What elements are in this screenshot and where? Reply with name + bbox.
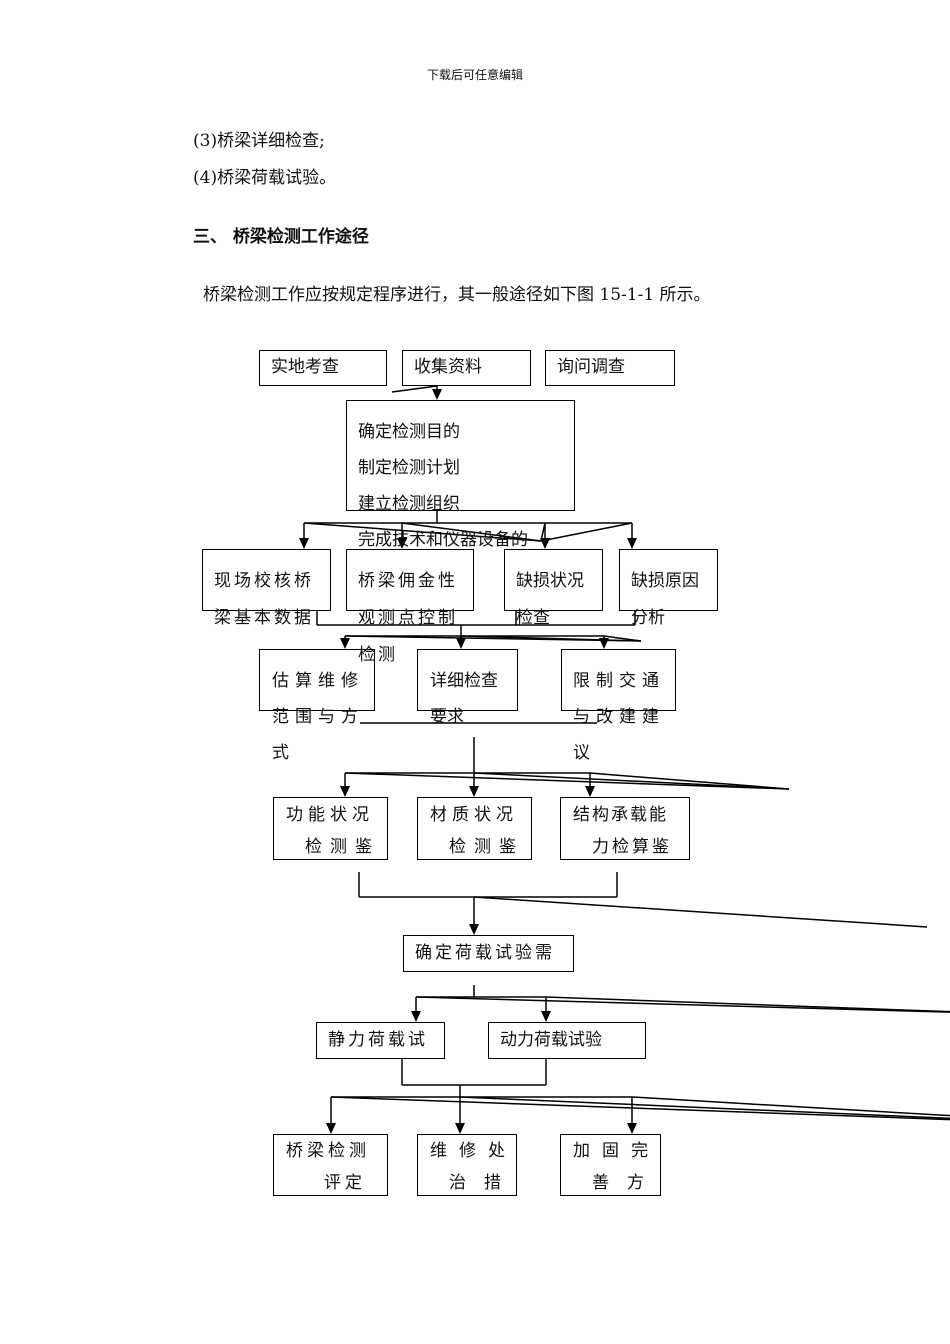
dynamic-test-box xyxy=(488,1022,646,1059)
connector-line xyxy=(330,1096,950,1121)
arrowhead-icon xyxy=(469,786,479,797)
arrowhead-icon xyxy=(455,1123,465,1134)
paragraph: 桥梁检测工作应按规定程序进行，其一般途径如下图 15-1-1 所示。 xyxy=(203,285,711,305)
section-heading: 三、 桥梁检测工作途径 xyxy=(193,227,369,247)
arrowhead-icon xyxy=(627,538,637,549)
arrowhead-icon xyxy=(585,786,595,797)
connector-line xyxy=(460,635,642,642)
flowchart-text: 维修处 xyxy=(430,1141,517,1161)
flowchart-text: 治措 xyxy=(449,1173,519,1193)
connector-line xyxy=(415,996,950,1013)
connector-line xyxy=(303,522,542,542)
flowchart-text: 估算维修 xyxy=(272,671,364,691)
flowchart-text: 式 xyxy=(272,743,295,763)
flowchart-text: 实地考查 xyxy=(271,357,339,377)
arrowhead-icon xyxy=(340,786,350,797)
arrowhead-icon xyxy=(456,638,466,649)
connector-line xyxy=(459,1096,950,1120)
flowchart-text: 评定 xyxy=(324,1173,366,1193)
inspection-box xyxy=(202,549,331,611)
action-box xyxy=(417,649,518,711)
connector-line xyxy=(473,772,790,790)
evaluation-box xyxy=(417,797,532,860)
connector-line xyxy=(473,896,928,928)
connector-line xyxy=(589,772,790,790)
flowchart-text: 功能状况 xyxy=(286,805,374,825)
inspection-box xyxy=(346,549,474,611)
flowchart-text: 力检算鉴 xyxy=(592,837,672,857)
flowchart-text: 静力荷载试 xyxy=(328,1030,428,1050)
inspection-box xyxy=(504,549,603,611)
page-header: 下载后可任意编辑 xyxy=(426,68,523,82)
evaluation-box xyxy=(560,797,690,860)
flowchart-text: 检查 xyxy=(516,608,550,628)
flowchart-text: 检测 xyxy=(358,645,398,665)
inspection-box xyxy=(619,549,718,611)
flowchart-text: 现场校核桥 xyxy=(214,571,314,591)
flowchart-text: 完成技术和仪器设备的 xyxy=(358,530,528,550)
flowchart-text: 建立检测组织 xyxy=(358,494,460,514)
source-box xyxy=(545,350,675,386)
flowchart-text: 详细检查 xyxy=(430,671,498,691)
flowchart-text: 动力荷载试验 xyxy=(500,1030,602,1050)
load-test-box xyxy=(403,935,574,972)
flowchart-text: 结构承载能 xyxy=(573,805,668,825)
flowchart-text: 检测鉴 xyxy=(449,837,524,857)
flowchart-text: 缺损原因 xyxy=(631,571,699,591)
connector-line xyxy=(344,772,790,790)
flowchart-text: 要求 xyxy=(430,707,464,727)
connector-line xyxy=(631,1096,950,1117)
arrowhead-icon xyxy=(299,538,309,549)
evaluation-box xyxy=(273,797,388,860)
source-box xyxy=(402,350,531,386)
flowchart-text: 分析 xyxy=(631,608,665,628)
result-box xyxy=(417,1134,517,1196)
flowchart-text: 材质状况 xyxy=(430,805,518,825)
static-test-box xyxy=(316,1022,445,1059)
flowchart-text: 观测点控制 xyxy=(358,608,458,628)
list-item: (4)桥梁荷载试验。 xyxy=(193,168,337,188)
flowchart-text: 收集资料 xyxy=(414,357,482,377)
flowchart-text: 检测鉴 xyxy=(305,837,380,857)
connector-line xyxy=(540,522,633,542)
flowchart-text: 限制交通 xyxy=(573,671,665,691)
flowchart-text: 议 xyxy=(573,743,596,763)
arrowhead-icon xyxy=(411,1011,421,1022)
arrowhead-icon xyxy=(340,638,350,649)
action-box xyxy=(561,649,676,711)
flowchart-text: 询问调查 xyxy=(557,357,625,377)
flowchart-text: 善方 xyxy=(592,1173,662,1193)
flowchart-text: 梁基本数据 xyxy=(214,608,314,628)
connector-line xyxy=(401,522,542,542)
result-box xyxy=(273,1134,388,1196)
arrowhead-icon xyxy=(432,389,442,400)
arrowhead-icon xyxy=(397,538,407,549)
plan-box xyxy=(346,400,575,511)
list-item: (3)桥梁详细检查; xyxy=(193,131,325,151)
flowchart-text: 确定检测目的 xyxy=(358,422,460,442)
flowchart-text: 缺损状况 xyxy=(516,571,584,591)
flowchart-text: 确定荷载试验需 xyxy=(415,943,555,963)
flowchart-text: 与改建建 xyxy=(573,707,665,727)
result-box xyxy=(560,1134,661,1196)
source-box xyxy=(259,350,387,386)
connector-line xyxy=(391,385,438,393)
flowchart-text: 桥梁检测 xyxy=(286,1141,370,1161)
flowchart-text: 桥梁佣金性 xyxy=(358,571,458,591)
flowchart-text: 加固完 xyxy=(573,1141,660,1161)
connector-line xyxy=(545,996,950,1013)
arrowhead-icon xyxy=(469,924,479,935)
flowchart-text: 范围与方 xyxy=(272,707,364,727)
arrowhead-icon xyxy=(326,1123,336,1134)
action-box xyxy=(259,649,375,711)
flowchart-text: 制定检测计划 xyxy=(358,458,460,478)
arrowhead-icon xyxy=(599,638,609,649)
connector-line xyxy=(603,635,642,642)
arrowhead-icon xyxy=(541,1011,551,1022)
arrowhead-icon xyxy=(627,1123,637,1134)
